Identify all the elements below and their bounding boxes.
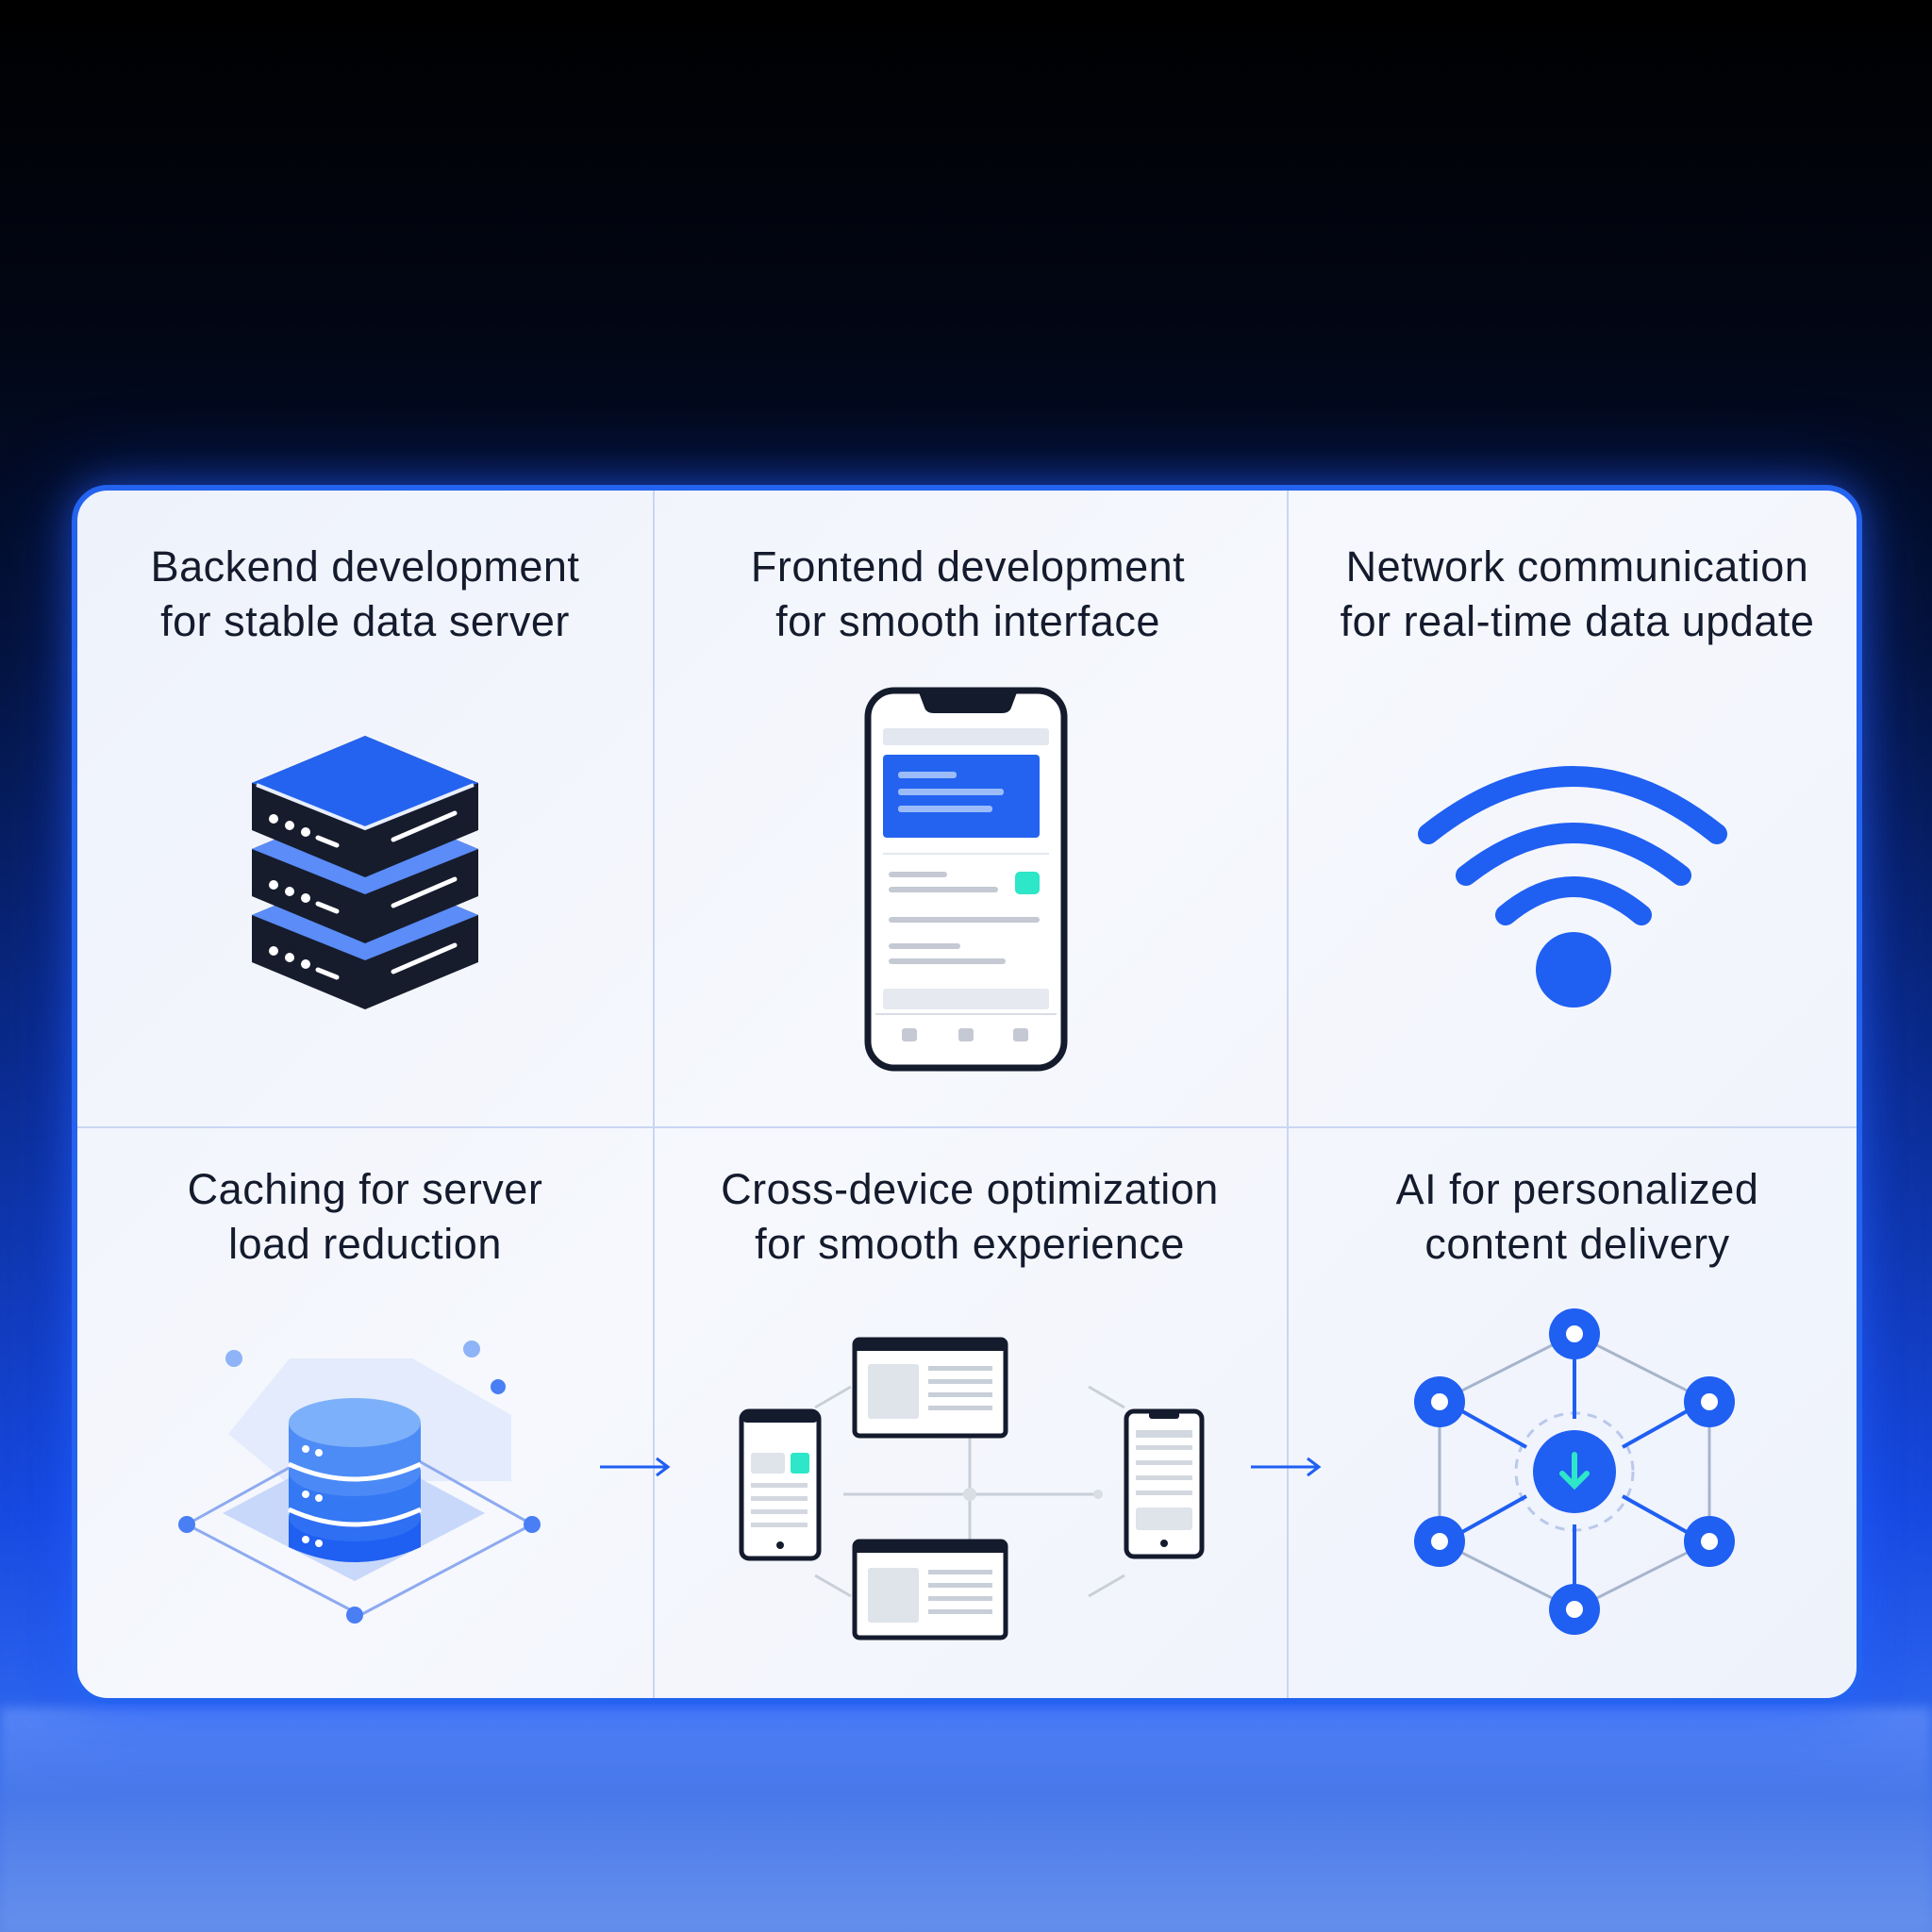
arrow-right-icon xyxy=(600,1457,671,1477)
ai-network-icon xyxy=(1414,1308,1735,1635)
arrow-right-icon xyxy=(1251,1457,1322,1477)
panel-title: Backend development for stable data serv… xyxy=(150,542,580,645)
feature-board: Backend development for stable data serv… xyxy=(72,485,1862,1704)
panel-title: AI for personalized content delivery xyxy=(1395,1165,1759,1268)
panel-title: Frontend development for smooth interfac… xyxy=(750,542,1186,645)
panel-title: Network communication for real-time data… xyxy=(1340,542,1815,645)
grid-divider xyxy=(77,1126,1857,1128)
grid-divider xyxy=(1287,491,1289,1698)
panel-title: Caching for server load reduction xyxy=(187,1165,543,1268)
server-stack-icon xyxy=(252,736,478,1009)
grid-divider xyxy=(653,491,655,1698)
floor-reflection xyxy=(0,1707,1932,1932)
panel-title: Cross-device optimization for smooth exp… xyxy=(721,1165,1219,1268)
wifi-icon xyxy=(1418,766,1727,1008)
smartphone-icon xyxy=(864,687,1068,1072)
database-icon xyxy=(178,1341,541,1624)
multi-device-icon xyxy=(739,1337,1205,1641)
